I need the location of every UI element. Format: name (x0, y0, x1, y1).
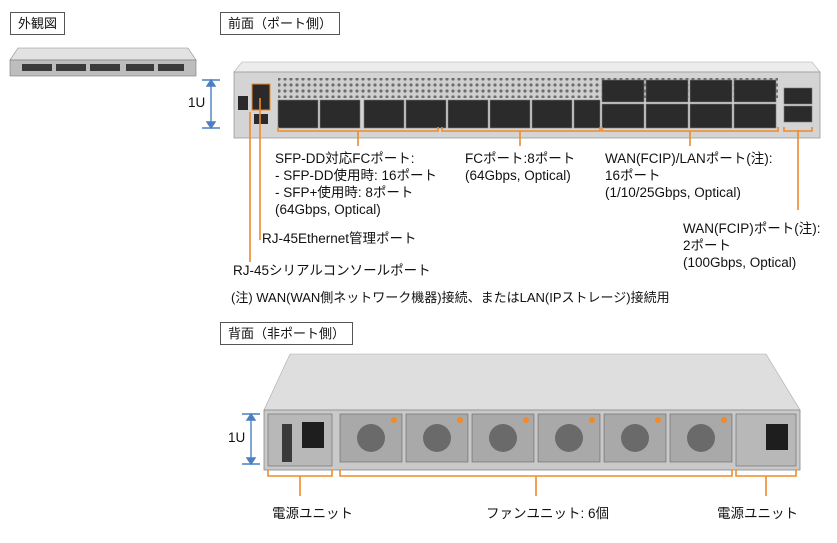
front-panel-title: 前面（ポート側） (220, 12, 341, 35)
wan100g-label-line3: (100Gbps, Optical) (683, 255, 797, 270)
front-1u-bracket (202, 78, 220, 130)
switch-thumbnail-image (9, 47, 197, 77)
rear-fan-label: ファンユニット: 6個 (486, 506, 610, 521)
fc-label-line1: FCポート:8ポート (465, 151, 576, 166)
wanlan-label-line3: (1/10/25Gbps, Optical) (605, 185, 741, 200)
sfpdd-label-line3: - SFP+使用時: 8ポート (275, 185, 414, 200)
wan100g-label-line2: 2ポート (683, 238, 732, 253)
rear-unit-label: 1U (228, 430, 246, 445)
rear-psu-right-label: 電源ユニット (717, 506, 798, 521)
front-panel-image (202, 61, 821, 146)
thumbnail-title: 外観図 (10, 12, 66, 35)
front-note: (注) WAN(WAN側ネットワーク機器)接続、またはLAN(IPストレージ)接… (231, 290, 670, 305)
sfpdd-label-line1: SFP-DD対応FCポート: (275, 151, 415, 166)
front-unit-label: 1U (188, 95, 206, 110)
rj45-serial-label: RJ-45シリアルコンソールポート (233, 263, 431, 278)
rear-panel-image (242, 353, 801, 496)
rear-panel-title: 背面（非ポート側） (220, 322, 354, 345)
wanlan-label-line1: WAN(FCIP)/LANポート(注): (605, 151, 773, 166)
wanlan-label-line2: 16ポート (605, 168, 661, 183)
rj45-ethernet-label: RJ-45Ethernet管理ポート (262, 231, 417, 246)
wan100g-label-line1: WAN(FCIP)ポート(注): (683, 221, 821, 236)
fc-label-line2: (64Gbps, Optical) (465, 168, 571, 183)
sfpdd-label-line2: - SFP-DD使用時: 16ポート (275, 168, 438, 183)
rear-psu-left-label: 電源ユニット (272, 506, 353, 521)
sfpdd-label-line4: (64Gbps, Optical) (275, 202, 381, 217)
